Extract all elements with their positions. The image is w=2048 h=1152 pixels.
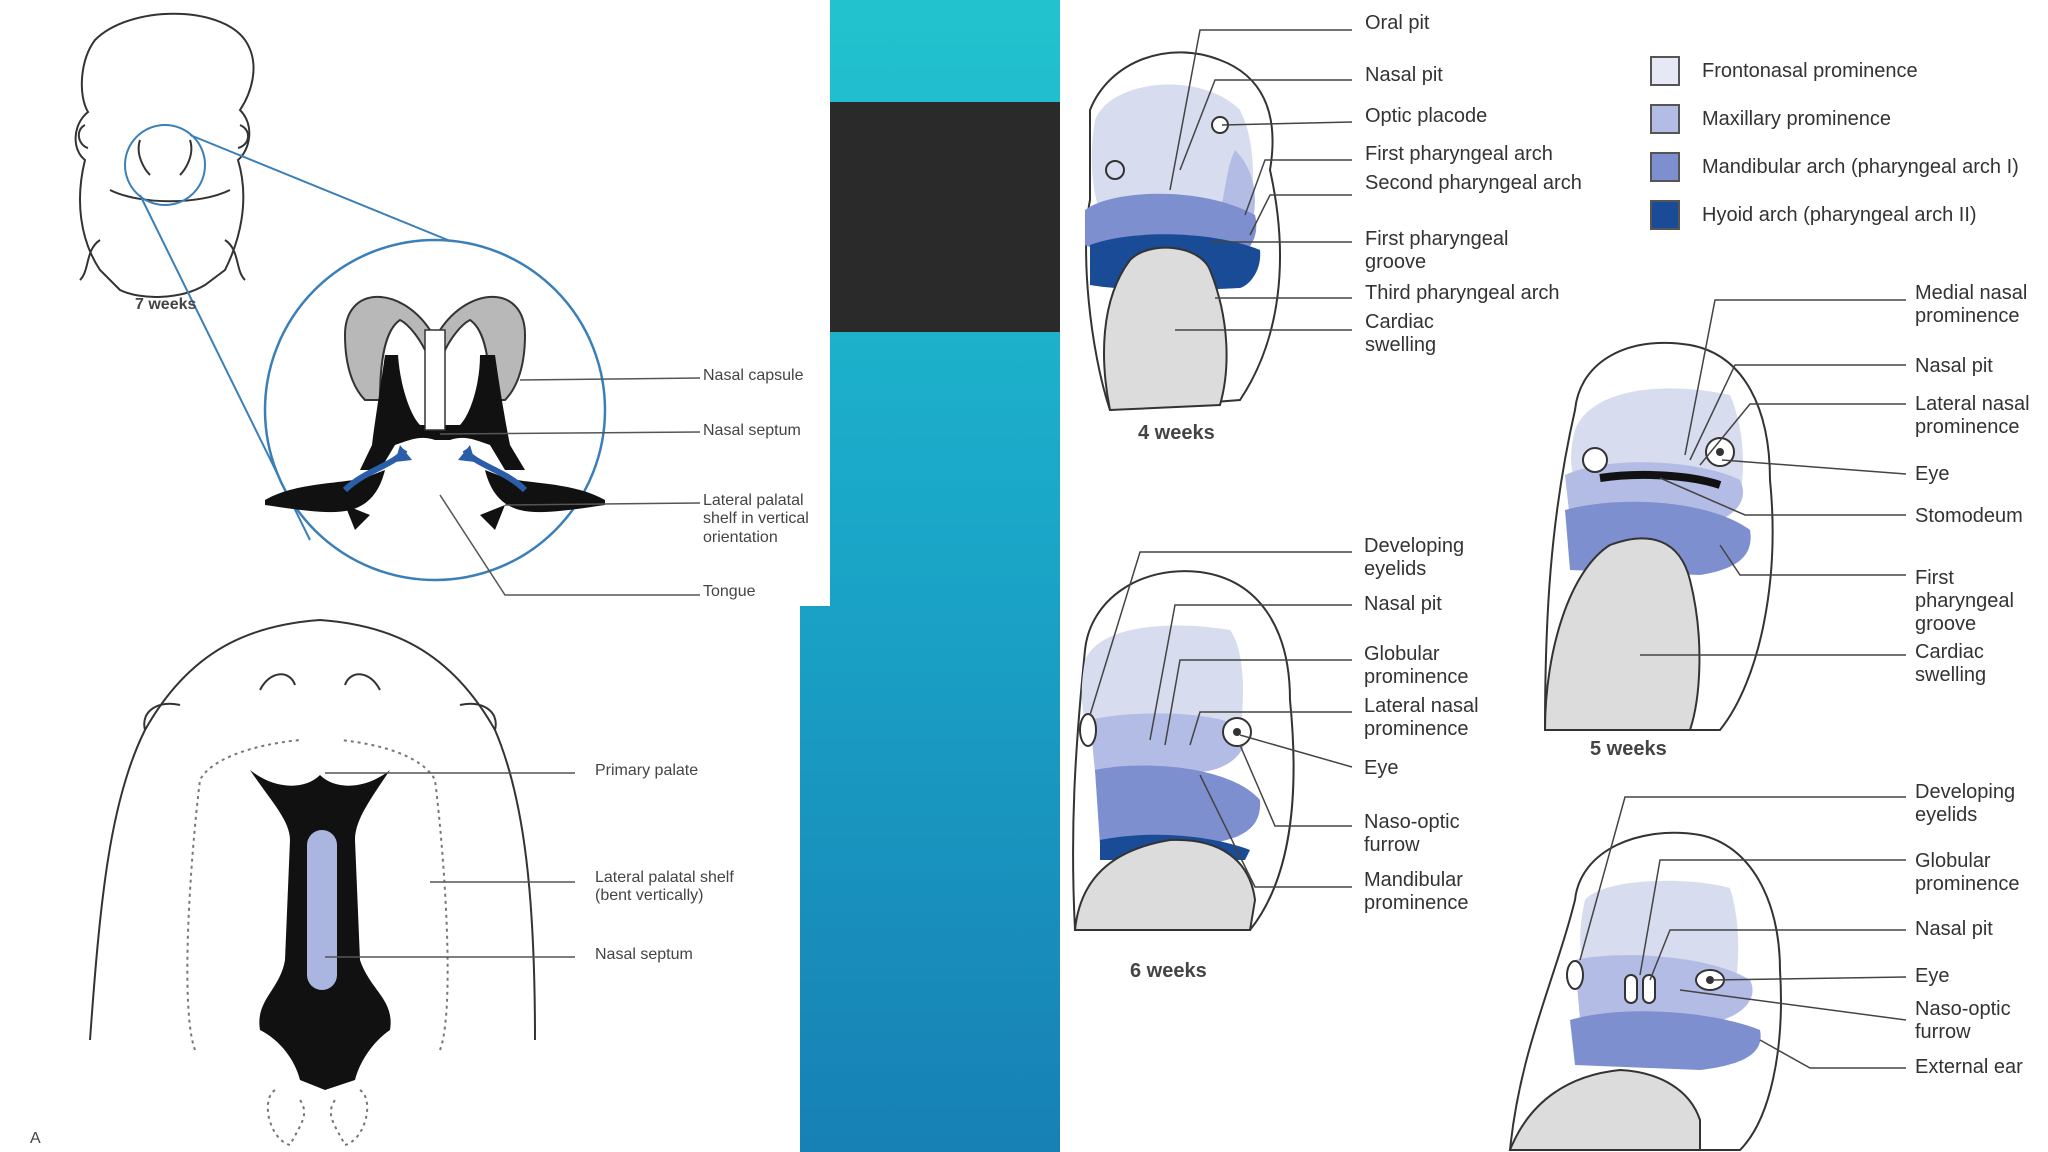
label-w4-oral-pit: Oral pit	[1365, 12, 1430, 34]
legend-label: Frontonasal prominence	[1702, 59, 1918, 82]
head-7-weeks-drawing	[74, 12, 255, 298]
embryo-6-weeks-drawing	[1072, 570, 1295, 931]
embryo-5-weeks-drawing	[1543, 341, 1774, 731]
legend-item-hyoid: Hyoid arch (pharyngeal arch II)	[1650, 200, 1977, 230]
label-w6-nasal-pit: Nasal pit	[1364, 593, 1442, 615]
label-w6-lateral-nasal: Lateral nasal prominence	[1364, 695, 1479, 740]
palate-septum-shape	[307, 830, 337, 990]
label-w4-first-arch: First pharyngeal arch	[1365, 143, 1553, 165]
age-label-4-weeks: 4 weeks	[1138, 422, 1215, 444]
label-w6-eyelids: Developing eyelids	[1364, 535, 1465, 580]
label-nasal-septum-bottom: Nasal septum	[595, 946, 693, 963]
label-w4-optic-placode: Optic placode	[1365, 105, 1488, 127]
label-w7-nasal-pit: Nasal pit	[1915, 918, 1993, 940]
legend-item-mandibular: Mandibular arch (pharyngeal arch I)	[1650, 152, 2019, 182]
label-w5-lateral-nasal: Lateral nasal prominence	[1915, 393, 2030, 438]
label-w4-second-arch: Second pharyngeal arch	[1365, 172, 1582, 194]
label-w6-globular: Globular prominence	[1364, 643, 1469, 688]
label-w4-nasal-pit: Nasal pit	[1365, 64, 1443, 86]
palate-roof-drawing	[89, 618, 536, 1147]
label-w7-globular: Globular prominence	[1915, 850, 2020, 895]
label-nasal-septum-top: Nasal septum	[703, 422, 801, 439]
leaders-week7	[1579, 796, 1907, 1069]
legend-swatch	[1650, 200, 1680, 230]
legend-label: Mandibular arch (pharyngeal arch I)	[1702, 155, 2019, 178]
label-w6-mandibular: Mandibular prominence	[1364, 869, 1469, 914]
leaders-week5	[1640, 299, 1907, 656]
legend-label: Hyoid arch (pharyngeal arch II)	[1702, 203, 1977, 226]
label-nasal-capsule: Nasal capsule	[703, 367, 804, 384]
label-w5-eye: Eye	[1915, 463, 1950, 485]
leaders-week6	[1089, 551, 1353, 888]
leaders-week4	[1169, 29, 1353, 331]
label-lateral-palatal-shelf-vertical: Lateral palatal shelf in vertical orient…	[703, 492, 809, 546]
label-lateral-palatal-shelf-bent: Lateral palatal shelf (bent vertically)	[595, 869, 734, 905]
label-w5-first-groove: First pharyngeal groove	[1915, 567, 2014, 635]
nasal-capsule-drawing	[265, 295, 605, 530]
label-w7-external-ear: External ear	[1915, 1056, 2023, 1078]
label-w7-eyelids: Developing eyelids	[1915, 781, 2016, 826]
label-w6-eye: Eye	[1364, 757, 1399, 779]
label-w5-stomodeum: Stomodeum	[1915, 505, 2023, 527]
label-primary-palate: Primary palate	[595, 762, 699, 779]
leaders-left-top	[439, 377, 701, 596]
label-w4-third-arch: Third pharyngeal arch	[1365, 282, 1560, 304]
label-w4-first-groove: First pharyngeal groove	[1365, 228, 1509, 273]
label-w5-medial-nasal: Medial nasal prominence	[1915, 282, 2028, 327]
label-w6-naso-optic: Naso-optic furrow	[1364, 811, 1460, 856]
zoom-line-top	[189, 134, 461, 246]
age-label-7-weeks: 7 weeks	[135, 296, 197, 313]
label-w5-cardiac: Cardiac swelling	[1915, 641, 1987, 686]
legend-swatch	[1650, 104, 1680, 134]
label-w4-cardiac: Cardiac swelling	[1365, 311, 1437, 356]
leaders-left-bottom	[325, 772, 575, 958]
label-w7-eye: Eye	[1915, 965, 1950, 987]
zoom-source-circle	[124, 124, 206, 206]
label-w5-nasal-pit: Nasal pit	[1915, 355, 1993, 377]
panel-letter: A	[30, 1130, 41, 1147]
age-label-5-weeks: 5 weeks	[1590, 738, 1667, 760]
legend-item-maxillary: Maxillary prominence	[1650, 104, 1891, 134]
legend-swatch	[1650, 56, 1680, 86]
age-label-6-weeks: 6 weeks	[1130, 960, 1207, 982]
label-tongue: Tongue	[703, 583, 756, 600]
legend-item-frontonasal: Frontonasal prominence	[1650, 56, 1918, 86]
embryo-7-weeks-drawing	[1508, 831, 1782, 1151]
legend-swatch	[1650, 152, 1680, 182]
panel-palate-view-a	[0, 606, 800, 1152]
embryo-4-weeks-drawing	[1085, 51, 1281, 412]
legend-label: Maxillary prominence	[1702, 107, 1891, 130]
label-w7-naso-optic: Naso-optic furrow	[1915, 998, 2011, 1043]
dark-block	[830, 102, 1060, 332]
